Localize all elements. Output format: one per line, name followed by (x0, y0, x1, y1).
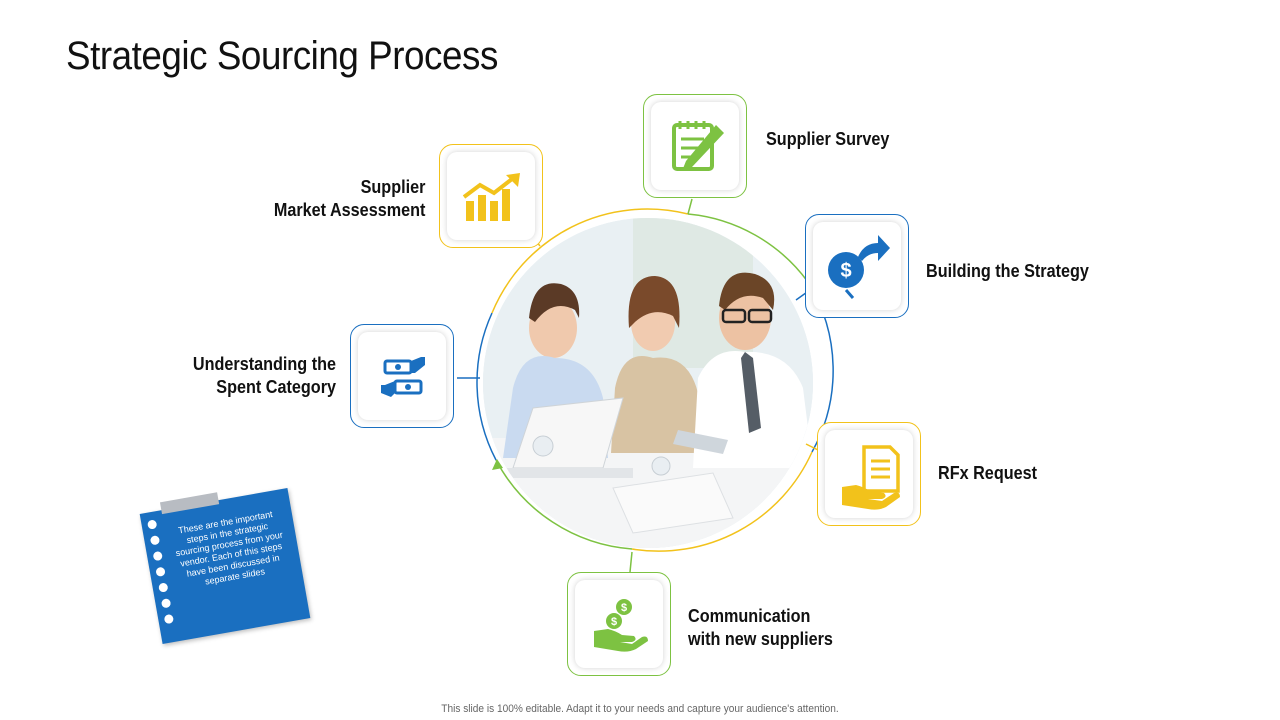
document-hand-icon (842, 445, 900, 510)
step-label-spent-category: Understanding the Spent Category (192, 354, 336, 397)
sticky-note-text: These are the important steps in the str… (174, 509, 284, 587)
step-node-rfx-request (817, 422, 921, 526)
footer-note: This slide is 100% editable. Adapt it to… (441, 703, 839, 715)
step-label-supplier-survey: Supplier Survey (766, 129, 890, 149)
step-label-market-assessment: Supplier Market Assessment (273, 177, 425, 220)
dollar-search-arrow-icon: $ (828, 235, 890, 299)
step-label-building-strategy: Building the Strategy (926, 261, 1089, 281)
step-node-building-strategy: $ (805, 214, 909, 318)
step-node-spent-category (350, 324, 454, 428)
growth-chart-icon (462, 173, 520, 221)
step-node-market-assessment (439, 144, 543, 248)
step-label-rfx-request: RFx Request (938, 463, 1038, 483)
svg-text:$: $ (611, 616, 617, 628)
step-node-supplier-survey (643, 94, 747, 198)
team-meeting-photo (483, 218, 813, 548)
sticky-note: These are the important steps in the str… (139, 487, 311, 645)
step-node-communication: $ $ (567, 572, 671, 676)
step-label-communication: Communication with new suppliers (688, 606, 833, 649)
svg-text:$: $ (840, 260, 851, 282)
page-title: Strategic Sourcing Process (66, 34, 498, 78)
notepad-pencil-icon (672, 121, 724, 171)
svg-text:$: $ (621, 602, 627, 614)
coins-hand-icon: $ $ (594, 599, 648, 652)
money-exchange-icon (381, 357, 425, 397)
